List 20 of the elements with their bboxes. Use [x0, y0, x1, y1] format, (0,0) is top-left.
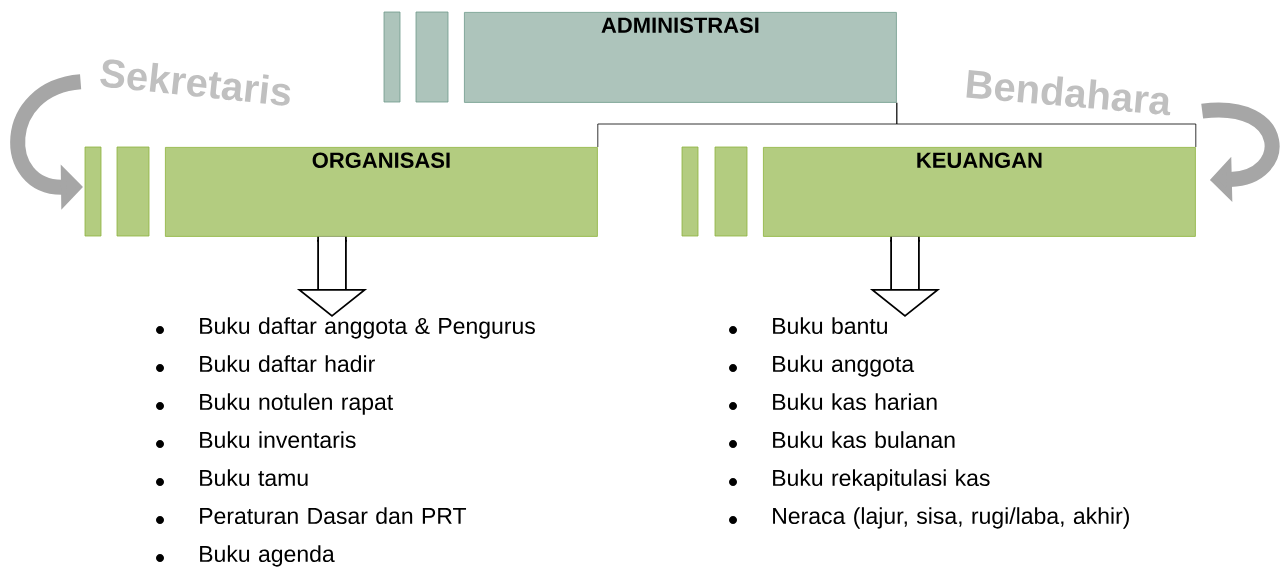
list-item: Buku tamu: [200, 469, 308, 487]
list-item: Buku kas harian: [773, 393, 937, 411]
list-item: Buku daftar anggota & Pengurus: [200, 317, 535, 339]
list-item: Buku inventaris: [200, 431, 356, 449]
list-item: Peraturan Dasar dan PRT: [200, 507, 467, 525]
word-art: Sekretaris: [100, 59, 291, 106]
list-item: Neraca (lajur, sisa, rugi/laba, akhir): [773, 507, 1129, 529]
list-item: Buku agenda: [200, 545, 335, 567]
heading-box: ADMINISTRASI: [383, 11, 897, 103]
heading-box: KEUANGAN: [681, 146, 1196, 237]
list-item: Buku rekapitulasi kas: [773, 469, 990, 491]
list-item: Buku anggota: [773, 355, 915, 377]
heading-box: ORGANISASI: [84, 146, 598, 237]
list-item: Buku daftar hadir: [200, 355, 375, 373]
word-art: Bendahara: [966, 70, 1171, 116]
list-item: Buku notulen rapat: [200, 393, 394, 415]
connector-line: [896, 102, 1197, 148]
list-item: Buku kas bulanan: [773, 431, 955, 449]
list-item: Buku bantu: [773, 317, 887, 335]
curved-arrow: [1201, 102, 1280, 203]
